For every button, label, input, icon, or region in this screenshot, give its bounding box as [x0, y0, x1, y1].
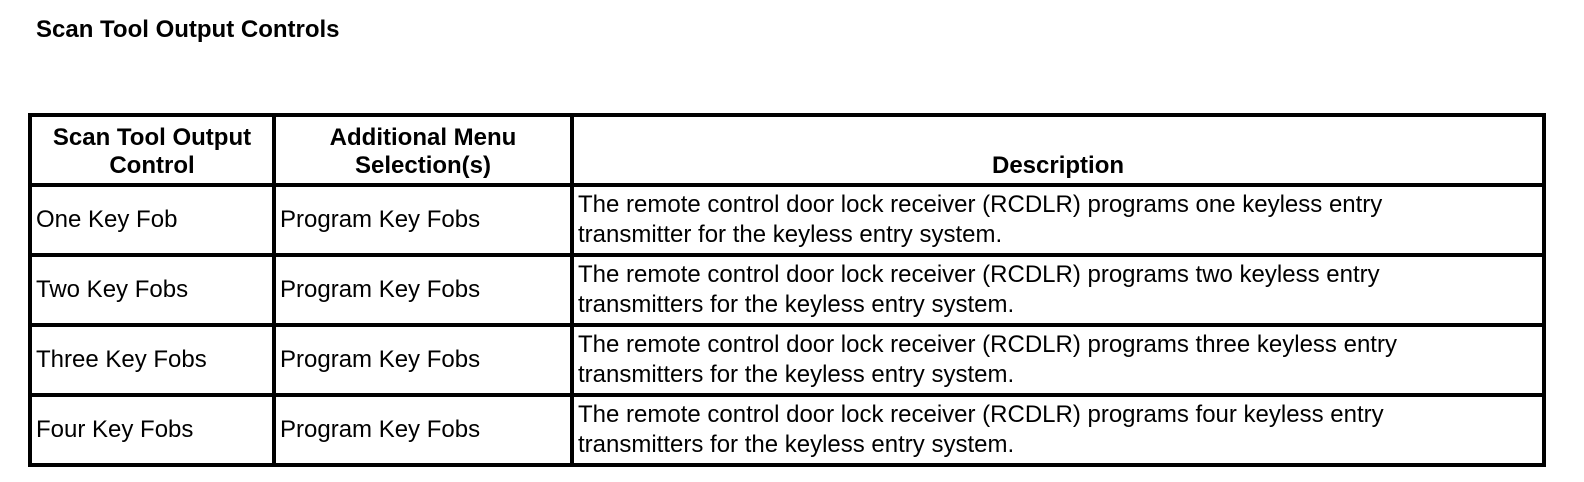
- column-header-scan-tool-output-control: Scan Tool Output Control: [28, 113, 276, 187]
- cell-description: The remote control door lock receiver (R…: [570, 323, 1546, 397]
- cell-menu-selection: Program Key Fobs: [272, 323, 574, 397]
- cell-control: Two Key Fobs: [28, 253, 276, 327]
- cell-description: The remote control door lock receiver (R…: [570, 183, 1546, 257]
- table-row-three-key-fobs: Three Key Fobs Program Key Fobs The remo…: [28, 323, 1546, 397]
- table-row-four-key-fobs: Four Key Fobs Program Key Fobs The remot…: [28, 393, 1546, 467]
- column-header-additional-menu-selections: Additional Menu Selection(s): [272, 113, 574, 187]
- column-header-description: Description: [570, 113, 1546, 187]
- table-row-one-key-fob: One Key Fob Program Key Fobs The remote …: [28, 183, 1546, 257]
- table-row-two-key-fobs: Two Key Fobs Program Key Fobs The remote…: [28, 253, 1546, 327]
- scan-tool-output-controls-table: Scan Tool Output Control Additional Menu…: [28, 113, 1546, 467]
- cell-menu-selection: Program Key Fobs: [272, 183, 574, 257]
- cell-menu-selection: Program Key Fobs: [272, 393, 574, 467]
- cell-description: The remote control door lock receiver (R…: [570, 393, 1546, 467]
- cell-control: Three Key Fobs: [28, 323, 276, 397]
- cell-description: The remote control door lock receiver (R…: [570, 253, 1546, 327]
- table-header-row: Scan Tool Output Control Additional Menu…: [28, 113, 1546, 187]
- description-text: The remote control door lock receiver (R…: [578, 191, 1383, 248]
- cell-control: One Key Fob: [28, 183, 276, 257]
- page-title: Scan Tool Output Controls: [36, 16, 340, 43]
- cell-menu-selection: Program Key Fobs: [272, 253, 574, 327]
- description-text: The remote control door lock receiver (R…: [578, 261, 1380, 318]
- description-text: The remote control door lock receiver (R…: [578, 331, 1397, 388]
- description-text: The remote control door lock receiver (R…: [578, 401, 1384, 458]
- cell-control: Four Key Fobs: [28, 393, 276, 467]
